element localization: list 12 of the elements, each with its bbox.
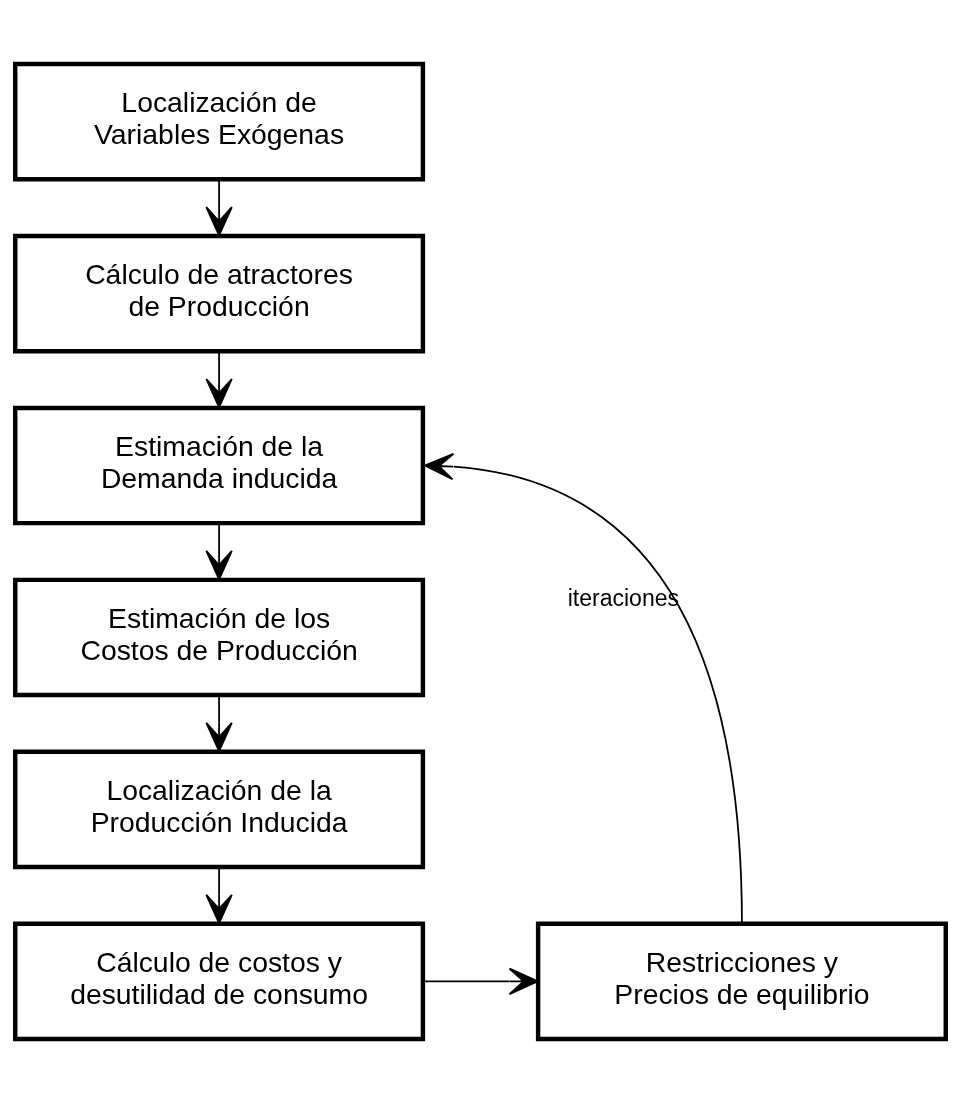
node-box: Estimación de la Demanda inducida [13,405,426,525]
arrow [423,452,743,925]
node-box: Localización de la Producción Inducida [13,749,426,869]
node-box: Cálculo de costos y desutilidad de consumo [13,921,426,1041]
node-box: Estimación de los Costos de Producción [13,577,426,697]
arrow [422,967,539,995]
arrow [205,350,233,408]
node-box: Restricciones y Precios de equilibrio [535,921,948,1041]
node-box: Localización de Variables Exógenas [13,61,426,181]
arrow [205,522,233,580]
arrow [205,178,233,236]
node-box: Cálculo de atractores de Producción [13,233,426,353]
